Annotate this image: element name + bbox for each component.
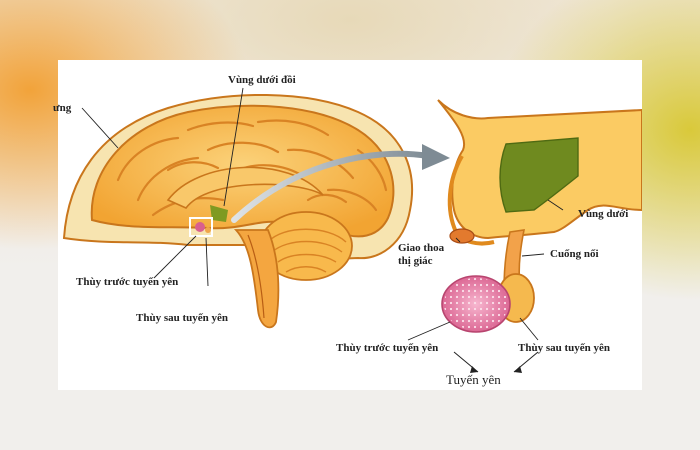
- label-stalk: Cuống nối: [550, 248, 599, 260]
- label-hypothalamus-left: Vùng dưới đồi: [228, 74, 296, 86]
- label-anterior-left: Thùy trước tuyến yên: [76, 276, 179, 288]
- label-cut-left: ưng: [53, 102, 72, 114]
- pituitary-box-left: [189, 217, 213, 237]
- hypothalamus-left: [210, 205, 228, 222]
- hypothalamus-right: [499, 137, 579, 213]
- anterior-lobe: [441, 275, 511, 333]
- brain-pituitary-illustration: [62, 87, 642, 373]
- cerebellum: [259, 211, 353, 281]
- label-hypothalamus-right: Vùng dưới: [578, 208, 629, 220]
- label-optic-chiasm-2: thị giác: [398, 255, 433, 267]
- label-posterior-right: Thùy sau tuyến yên: [518, 342, 611, 354]
- optic-chiasm: [449, 228, 475, 244]
- label-posterior-left: Thùy sau tuyến yên: [136, 312, 229, 324]
- label-anterior-right: Thùy trước tuyến yên: [336, 342, 439, 354]
- label-gland: Tuyến yên: [446, 372, 501, 387]
- corpus-callosum: [166, 166, 324, 209]
- label-optic-chiasm-1: Giao thoa: [398, 242, 445, 254]
- brainstem: [233, 229, 280, 329]
- diagram-panel: ưng Vùng dưới đồi Thùy trước tuyến yên T…: [53, 60, 642, 390]
- zoom-arrow: [231, 150, 431, 223]
